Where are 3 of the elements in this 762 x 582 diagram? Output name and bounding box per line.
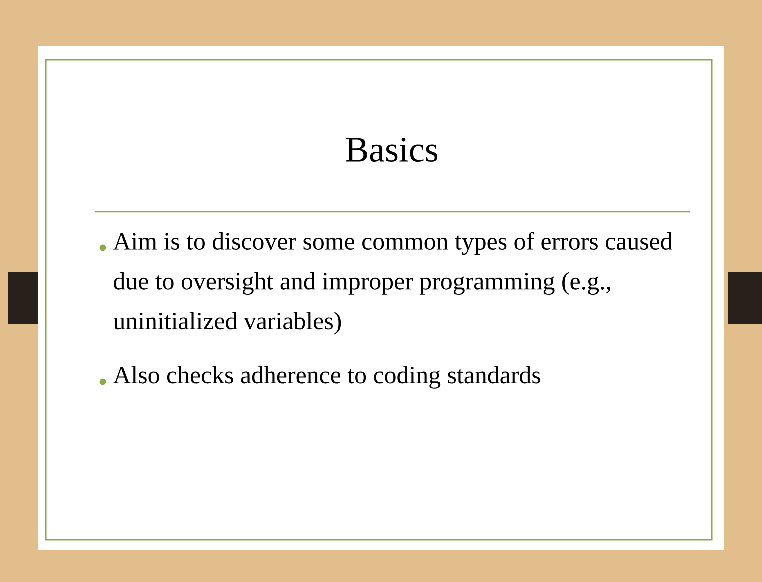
bullet-text: Also checks adherence to coding standards (113, 366, 540, 389)
slide-title: Basics (346, 138, 438, 162)
bullet-text: Aim is to discover some common types of errors caused due to oversight and improper programming (e.g., uninitialized variables) (113, 232, 673, 335)
